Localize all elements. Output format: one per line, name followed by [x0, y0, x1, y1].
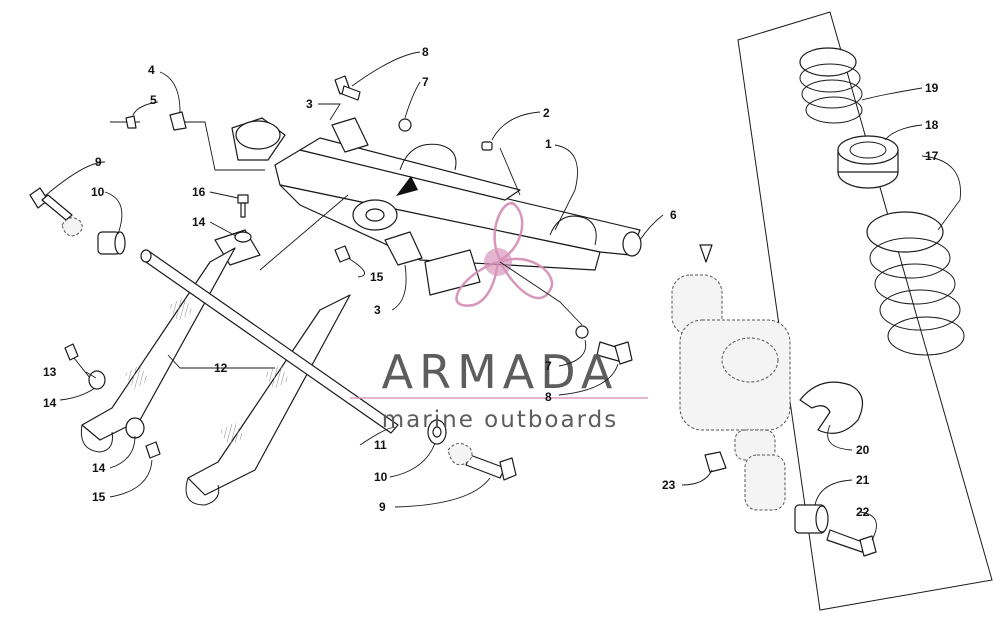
spring-19: [799, 47, 863, 124]
callout-22: 22: [856, 505, 870, 519]
callout-7-top: 7: [422, 75, 429, 89]
nut-15-low: [145, 441, 161, 459]
shock-assembly-frame: [737, 11, 993, 611]
grease-fitting-2: [481, 141, 493, 151]
callout-19: 19: [925, 81, 939, 95]
callout-14-top: 14: [192, 215, 206, 229]
callout-3-bottom: 3: [374, 303, 381, 317]
callout-8-top: 8: [422, 45, 429, 59]
bolt-16: [237, 194, 249, 218]
callout-4: 4: [148, 63, 155, 77]
retainer-20: [799, 381, 864, 434]
watermark-logo: [455, 202, 554, 307]
washer-14-top: [234, 231, 252, 243]
callout-23: 23: [662, 478, 676, 492]
swing-arm-1: [231, 117, 642, 271]
nut-15-top: [334, 245, 351, 263]
bolt-9-right: [447, 443, 517, 481]
callout-20: 20: [856, 443, 870, 457]
callout-15-top: 15: [370, 270, 384, 284]
spring-17: [866, 211, 965, 356]
leader-lines: [44, 51, 961, 541]
callout-1: 1: [545, 137, 552, 151]
callout-14-left: 14: [43, 396, 57, 410]
callout-7-right: 7: [545, 359, 552, 373]
bolt-22: [826, 529, 877, 557]
clip-4: [169, 111, 187, 131]
callout-6: 6: [670, 208, 677, 222]
callout-10-left: 10: [91, 185, 105, 199]
callout-5: 5: [150, 93, 157, 107]
bolt-8-right: [596, 341, 633, 365]
spring-seat-18: [837, 135, 899, 189]
callout-13: 13: [43, 365, 57, 379]
callout-3-top: 3: [306, 97, 313, 111]
bushing-10-right: [427, 419, 447, 445]
callout-14-bottom: 14: [92, 461, 106, 475]
washer-14-left: [88, 370, 106, 390]
callout-2: 2: [543, 106, 550, 120]
watermark-tagline: marine outboards: [382, 407, 618, 433]
callout-17: 17: [925, 149, 939, 163]
shock-absorber: [671, 244, 791, 511]
bolt-9-left: [29, 187, 83, 237]
rail-strip-12-left: [80, 247, 236, 453]
bolt-5: [110, 115, 140, 129]
bushing-3a: [331, 117, 369, 153]
washer-7-top: [398, 118, 412, 132]
bolt-13: [64, 343, 91, 379]
callout-8-right: 8: [545, 390, 552, 404]
callout-11: 11: [374, 438, 387, 452]
callout-12: 12: [214, 361, 228, 375]
callout-15-bottom: 15: [92, 490, 106, 504]
callout-9-right: 9: [379, 500, 386, 514]
bushing-21: [794, 504, 829, 534]
callout-labels: 1 2 3 3 4 5 6 7 7 8 8 9 9 10 10 11 12 13…: [43, 45, 939, 519]
callout-18: 18: [925, 118, 939, 132]
callout-16: 16: [192, 185, 206, 199]
nut-23: [704, 451, 727, 473]
bushing-10-left: [97, 231, 126, 255]
arrow-marker-main: [396, 176, 418, 196]
rail-strip-12-right: [185, 294, 351, 506]
washer-7-right: [575, 325, 589, 339]
callout-21: 21: [856, 473, 870, 487]
washer-14-mid: [125, 417, 145, 439]
callout-10-right: 10: [374, 470, 388, 484]
bushing-3b: [384, 231, 423, 266]
watermark-brand: ARMADA: [382, 345, 619, 399]
callout-9-left: 9: [95, 155, 102, 169]
bolt-8-top: [334, 75, 361, 101]
bracket-front: [424, 249, 481, 296]
